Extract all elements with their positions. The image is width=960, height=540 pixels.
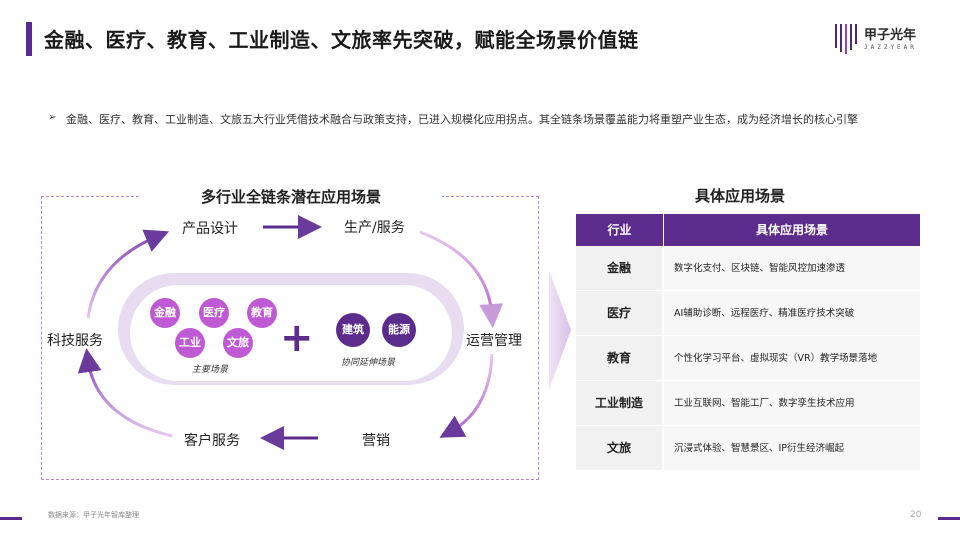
node-production-service: 生产/服务 bbox=[344, 220, 405, 236]
logo-mark-icon bbox=[835, 24, 857, 54]
table-header: 行业 具体应用场景 bbox=[576, 214, 920, 246]
arrow-tech-to-design bbox=[86, 229, 170, 319]
logo-subtext: JAZZYEAR bbox=[864, 44, 917, 51]
page-number: 20 bbox=[910, 510, 922, 520]
row-industry: 工业制造 bbox=[576, 381, 664, 425]
page-title: 金融、医疗、教育、工业制造、文旅率先突破，赋能全场景价值链 bbox=[44, 28, 639, 52]
data-source: 数据来源：甲子光年智库整理 bbox=[48, 511, 139, 519]
arrow-operation-to-sales bbox=[439, 353, 494, 438]
transition-arrow-icon bbox=[549, 270, 571, 390]
row-scene: 工业互联网、智能工厂、数字孪生技术应用 bbox=[664, 381, 920, 425]
main-scene-industry: 工业 bbox=[175, 328, 205, 358]
row-industry: 医疗 bbox=[576, 291, 664, 335]
node-customer-service: 客户服务 bbox=[184, 433, 240, 449]
main-scene-medical: 医疗 bbox=[199, 298, 229, 328]
scene-table: 行业 具体应用场景 金融 数字化支付、区块链、智能风控加速渗透 医疗 AI辅助诊… bbox=[576, 214, 920, 471]
node-sales: 营销 bbox=[362, 433, 390, 449]
row-scene: 沉浸式体验、智慧景区、IP衍生经济崛起 bbox=[664, 426, 920, 470]
title-accent-bar bbox=[26, 22, 32, 56]
plus-icon: + bbox=[280, 315, 314, 361]
coop-scene-construction: 建筑 bbox=[336, 313, 370, 347]
main-scene-tourism: 文旅 bbox=[223, 328, 253, 358]
arrow-production-to-operation bbox=[419, 230, 504, 328]
row-industry: 教育 bbox=[576, 336, 664, 380]
table-row: 金融 数字化支付、区块链、智能风控加速渗透 bbox=[576, 246, 920, 291]
header-industry: 行业 bbox=[576, 214, 664, 246]
table-row: 医疗 AI辅助诊断、远程医疗、精准医疗技术突破 bbox=[576, 291, 920, 336]
row-industry: 文旅 bbox=[576, 426, 664, 470]
footer-accent-left bbox=[0, 517, 22, 520]
table-row: 教育 个性化学习平台、虚拟现实（VR）教学场景落地 bbox=[576, 336, 920, 381]
row-scene: 个性化学习平台、虚拟现实（VR）教学场景落地 bbox=[664, 336, 920, 380]
table-row: 工业制造 工业互联网、智能工厂、数字孪生技术应用 bbox=[576, 381, 920, 426]
node-tech-service: 科技服务 bbox=[47, 333, 103, 349]
node-operation: 运营管理 bbox=[466, 333, 522, 349]
row-scene: 数字化支付、区块链、智能风控加速渗透 bbox=[664, 246, 920, 290]
footer-accent-right bbox=[938, 517, 960, 520]
coop-scene-caption: 协同延伸场景 bbox=[341, 358, 396, 368]
main-scene-finance: 金融 bbox=[150, 298, 180, 328]
coop-scene-energy: 能源 bbox=[382, 313, 416, 347]
main-scene-caption: 主要场景 bbox=[192, 365, 229, 375]
scene-table-title: 具体应用场景 bbox=[588, 182, 892, 210]
table-row: 文旅 沉浸式体验、智慧景区、IP衍生经济崛起 bbox=[576, 426, 920, 471]
row-industry: 金融 bbox=[576, 246, 664, 290]
node-product-design: 产品设计 bbox=[182, 221, 238, 237]
value-chain-title: 多行业全链条潜在应用场景 bbox=[140, 182, 442, 212]
arrow-customer-to-tech bbox=[77, 348, 173, 438]
header-scene: 具体应用场景 bbox=[755, 223, 828, 237]
main-scene-education: 教育 bbox=[247, 298, 277, 328]
intro-paragraph: 金融、医疗、教育、工业制造、文旅五大行业凭借技术融合与政策支持，已进入规模化应用… bbox=[66, 113, 858, 126]
logo: 甲子光年 JAZZYEAR bbox=[834, 20, 934, 60]
logo-text: 甲子光年 bbox=[864, 28, 917, 43]
bullet-arrow-icon: ➢ bbox=[48, 112, 57, 123]
row-scene: AI辅助诊断、远程医疗、精准医疗技术突破 bbox=[664, 291, 920, 335]
